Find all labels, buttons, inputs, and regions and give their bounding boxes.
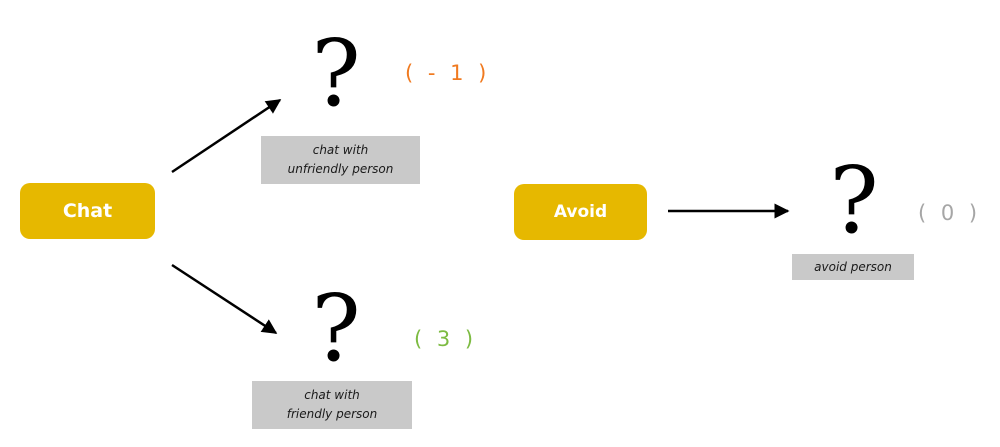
avoid-action-box: Avoid [514, 184, 647, 240]
outcome-label-line: chat with [304, 388, 360, 403]
question-mark-icon: ? [829, 147, 879, 254]
outcome-label-line: friendly person [286, 407, 378, 421]
question-mark-icon: ? [311, 20, 361, 127]
outcome-label-line: chat with [312, 143, 369, 158]
reward-friendly: ( 3 ) [414, 327, 478, 351]
chat-action-box: Chat [20, 183, 155, 239]
arrow-chat-to-unfriendly [171, 98, 282, 174]
reward-unfriendly: ( - 1 ) [405, 61, 491, 85]
outcome-label-line: avoid person [814, 259, 892, 274]
outcome-label-avoid: avoid person [792, 254, 914, 280]
reward-avoid: ( 0 ) [918, 201, 982, 225]
outcome-label-line: unfriendly person [287, 162, 394, 176]
question-mark-icon: ? [311, 275, 361, 382]
outcome-label-friendly: chat with friendly person [252, 381, 412, 429]
outcome-label-unfriendly: chat with unfriendly person [261, 136, 420, 184]
arrow-chat-to-friendly [171, 263, 278, 335]
